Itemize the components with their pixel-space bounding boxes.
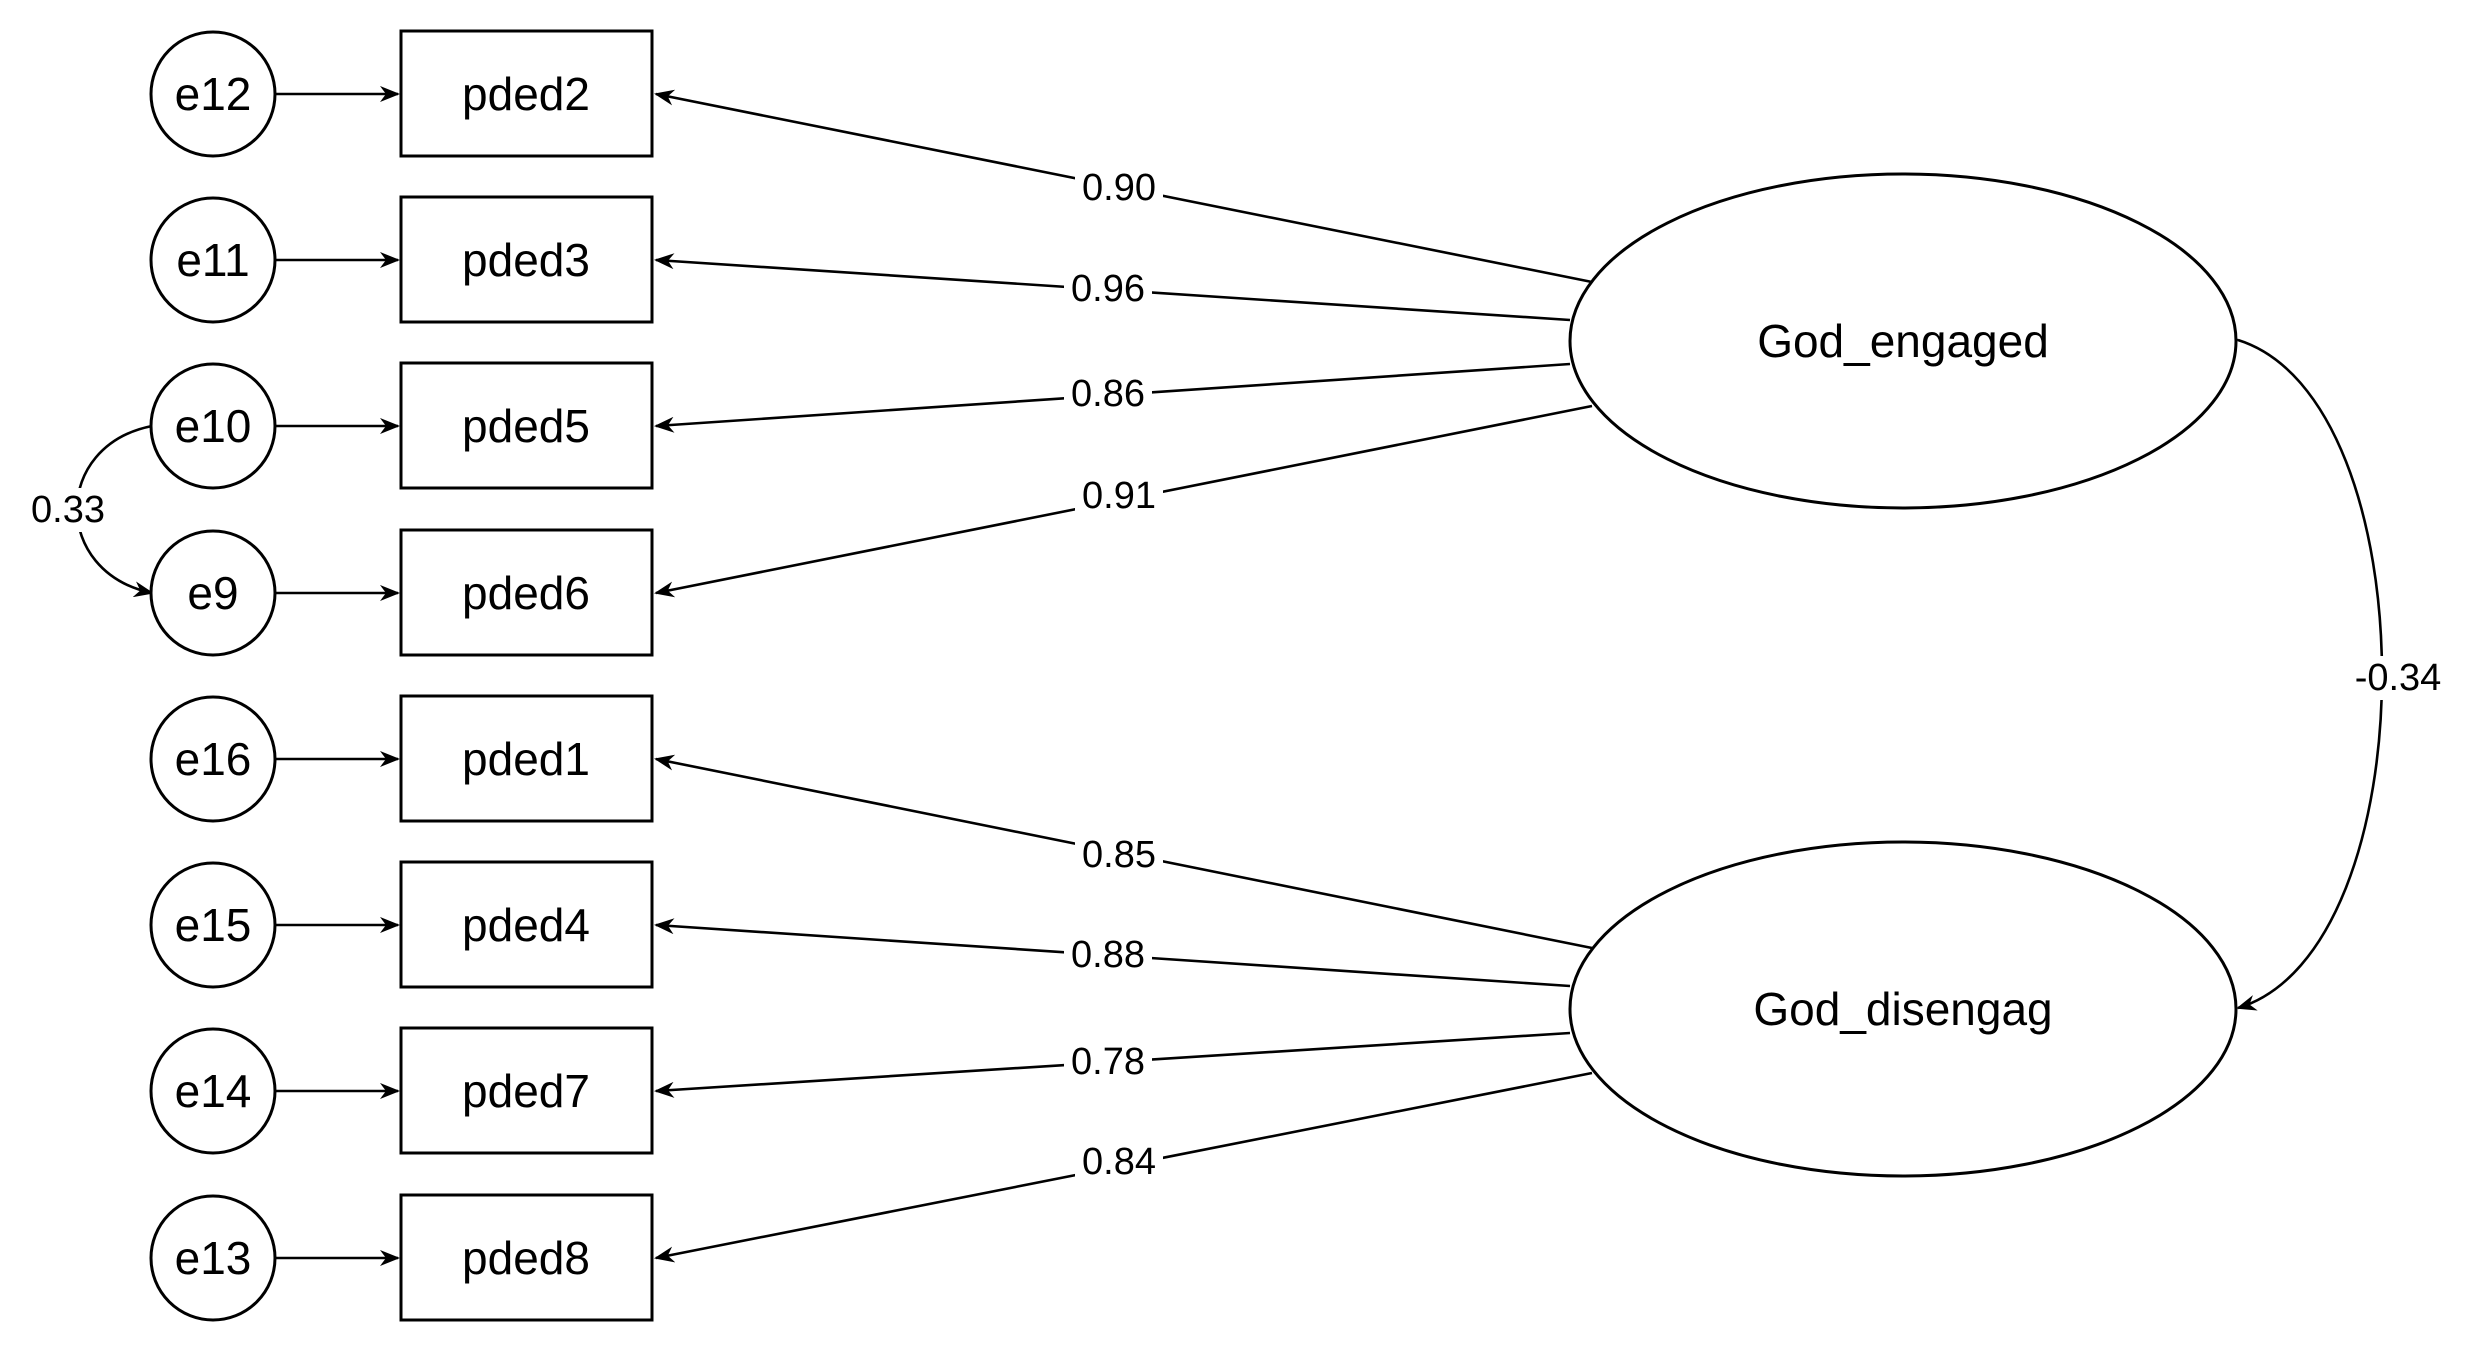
loading-value: 0.96 bbox=[1064, 268, 1152, 310]
observed-variable: pded2 bbox=[399, 29, 654, 158]
observed-variable-label: pded3 bbox=[462, 234, 590, 286]
loading-value: 0.78 bbox=[1064, 1041, 1152, 1083]
error-term: e10 bbox=[149, 362, 277, 490]
error-term-label: e9 bbox=[187, 567, 238, 619]
loading-value-text: 0.85 bbox=[1082, 834, 1156, 876]
error-arrows bbox=[275, 86, 400, 1266]
covariance-value-text: 0.33 bbox=[31, 489, 105, 531]
loading-value-text: 0.86 bbox=[1071, 373, 1145, 415]
error-term-label: e14 bbox=[175, 1065, 252, 1117]
latent-variables: God_engaged God_disengag bbox=[1568, 172, 2238, 1178]
error-term: e13 bbox=[149, 1194, 277, 1322]
loading-value: 0.84 bbox=[1075, 1141, 1163, 1183]
loading-value-text: 0.96 bbox=[1071, 268, 1145, 310]
loading-value: 0.86 bbox=[1064, 373, 1152, 415]
observed-variable-label: pded2 bbox=[462, 68, 590, 120]
observed-variable: pded4 bbox=[399, 860, 654, 989]
edge-labels: 0.90 0.96 0.86 0.91 0.85 0.88 0.78 0.84 bbox=[22, 167, 2453, 1183]
loading-value: 0.90 bbox=[1075, 167, 1163, 209]
error-term-label: e10 bbox=[175, 400, 252, 452]
loading-value-text: 0.91 bbox=[1082, 475, 1156, 517]
error-term: e9 bbox=[149, 529, 277, 657]
covariance-value-errors: 0.33 bbox=[22, 488, 118, 532]
covariance-value-latent: -0.34 bbox=[2343, 656, 2453, 700]
observed-variable-label: pded6 bbox=[462, 567, 590, 619]
loading-value-text: 0.78 bbox=[1071, 1041, 1145, 1083]
observed-variable: pded1 bbox=[399, 694, 654, 823]
observed-variable-label: pded5 bbox=[462, 400, 590, 452]
error-term: e11 bbox=[149, 196, 277, 324]
latent-variable-engaged: God_engaged bbox=[1568, 172, 2238, 510]
loading-value: 0.85 bbox=[1075, 834, 1163, 876]
error-term-label: e15 bbox=[175, 899, 252, 951]
loading-value-text: 0.88 bbox=[1071, 934, 1145, 976]
error-term: e16 bbox=[149, 695, 277, 823]
error-term-label: e13 bbox=[175, 1232, 252, 1284]
observed-variable: pded7 bbox=[399, 1026, 654, 1155]
observed-variable-label: pded4 bbox=[462, 899, 590, 951]
observed-variable: pded8 bbox=[399, 1193, 654, 1322]
latent-variable-label: God_disengag bbox=[1753, 983, 2052, 1035]
observed-variable: pded5 bbox=[399, 361, 654, 490]
loading-value-text: 0.84 bbox=[1082, 1141, 1156, 1183]
observed-variables: pded2 pded3 pded5 pded6 pded1 pded4 pded… bbox=[399, 29, 654, 1322]
error-term: e15 bbox=[149, 861, 277, 989]
error-terms: e12 e11 e10 e9 e16 e15 e14 e13 bbox=[149, 30, 277, 1322]
error-term-label: e16 bbox=[175, 733, 252, 785]
error-term-label: e12 bbox=[175, 68, 252, 120]
error-term: e12 bbox=[149, 30, 277, 158]
error-term-label: e11 bbox=[176, 234, 249, 286]
observed-variable: pded6 bbox=[399, 528, 654, 657]
observed-variable: pded3 bbox=[399, 195, 654, 324]
observed-variable-label: pded7 bbox=[462, 1065, 590, 1117]
latent-variable-label: God_engaged bbox=[1757, 315, 2049, 367]
error-term: e14 bbox=[149, 1027, 277, 1155]
latent-variable-disengaged: God_disengag bbox=[1568, 840, 2238, 1178]
observed-variable-label: pded8 bbox=[462, 1232, 590, 1284]
covariance-value-text: -0.34 bbox=[2355, 657, 2442, 699]
loading-value: 0.91 bbox=[1075, 475, 1163, 517]
observed-variable-label: pded1 bbox=[462, 733, 590, 785]
loading-value: 0.88 bbox=[1064, 934, 1152, 976]
loading-value-text: 0.90 bbox=[1082, 167, 1156, 209]
